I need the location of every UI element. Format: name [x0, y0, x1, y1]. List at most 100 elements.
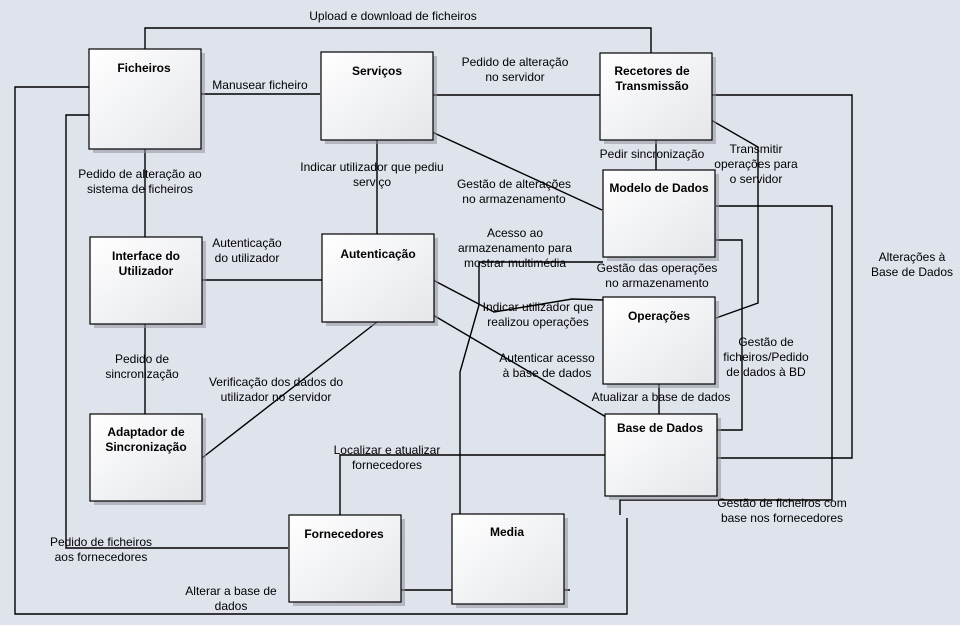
label-gestao-operacoes-line-1: Gestão das operações [597, 261, 718, 275]
node-base: Base de Dados [604, 413, 721, 500]
label-verificacao-line-2: utilizador no servidor [221, 390, 332, 404]
edge-alteracoes-bd [711, 94, 853, 459]
edge-fornecedores-ficheiros [65, 114, 288, 549]
label-autenticar-acesso-line-1: Autenticar acesso [499, 351, 595, 365]
node-modelo: Modelo de Dados [602, 169, 719, 261]
label-atualizar-bd: Atualizar a base de dados [592, 390, 731, 404]
node-servicos-title: Serviços [352, 64, 402, 78]
label-autenticacao-utilizador-line-1: Autenticação [212, 236, 282, 250]
label-pedido-ficheiros-line-2: aos fornecedores [55, 550, 148, 564]
node-autenticacao-title: Autenticação [340, 247, 415, 261]
label-pedido-sync-line-1: Pedido de [115, 352, 169, 366]
node-media-title: Media [490, 525, 524, 539]
label-pedido-alteracao-fs-line-1: Pedido de alteração ao [78, 167, 202, 181]
label-gestao-ficheiros-bd-line-1: Gestão de [738, 335, 794, 349]
node-adaptador-title-line-2: Sincronização [105, 440, 186, 454]
node-fornecedores-title: Fornecedores [304, 527, 384, 541]
label-pedido-servidor-line-1: Pedido de alteração [462, 55, 569, 69]
node-operacoes: Operações [602, 296, 719, 388]
label-upload-line-1: Upload e download de ficheiros [309, 9, 476, 23]
label-manusear-line-1: Manusear ficheiro [212, 78, 308, 92]
label-indicar-operacoes-line-2: realizou operações [487, 315, 588, 329]
label-transmitir-line-2: operações para [714, 157, 798, 171]
label-pedido-servidor-line-2: no servidor [485, 70, 544, 84]
label-indicar-operacoes-line-1: Indicar utilizador que [483, 300, 594, 314]
label-gestao-ficheiros-bd-line-2: ficheiros/Pedido [723, 350, 809, 364]
label-pedir-sync-line-1: Pedir sincronização [600, 147, 705, 161]
label-indicar-servico-line-2: serviço [353, 175, 391, 189]
edge-upload [144, 27, 652, 53]
label-indicar-servico-line-1: Indicar utilizador que pediu [300, 160, 443, 174]
label-acesso-multimedia-line-3: mostrar multimédia [464, 256, 566, 270]
node-ficheiros: Ficheiros [88, 48, 205, 153]
edge-outer-loop [14, 86, 628, 615]
node-operacoes-title-line-1: Operações [628, 309, 690, 323]
label-acesso-multimedia-line-2: armazenamento para [458, 241, 572, 255]
label-gestao-alteracoes-line-2: no armazenamento [462, 192, 566, 206]
node-interface-title-line-1: Interface do [112, 249, 180, 263]
label-alterar-bd-line-1: Alterar a base de [185, 584, 277, 598]
label-pedir-sync: Pedir sincronização [600, 147, 705, 161]
node-modelo-title: Modelo de Dados [609, 181, 709, 195]
label-localizar-line-1: Localizar e atualizar [334, 443, 441, 457]
label-verificacao-line-1: Verificação dos dados do [209, 375, 343, 389]
node-servicos-title-line-1: Serviços [352, 64, 402, 78]
label-atualizar-bd-line-1: Atualizar a base de dados [592, 390, 731, 404]
label-alteracoes-bd-line-2: Base de Dados [871, 265, 953, 279]
label-upload: Upload e download de ficheiros [309, 9, 476, 23]
node-interface-title-line-2: Utilizador [119, 264, 174, 278]
node-fornecedores-title-line-1: Fornecedores [304, 527, 384, 541]
node-adaptador-title-line-1: Adaptador de [107, 425, 185, 439]
edge-indicar-operacoes [432, 279, 604, 313]
node-servicos: Serviços [320, 51, 437, 144]
node-fornecedores: Fornecedores [288, 514, 405, 606]
edge-gestao-ficheiros-bd [619, 205, 833, 515]
label-gestao-fornecedores-line-2: base nos fornecedores [721, 511, 843, 525]
label-transmitir-line-3: o servidor [730, 172, 783, 186]
edge-verificacao [201, 321, 378, 459]
node-recetores-title-line-1: Recetores de [614, 64, 690, 78]
node-autenticacao-title-line-1: Autenticação [340, 247, 415, 261]
node-base-title-line-1: Base de Dados [617, 421, 703, 435]
label-pedido-ficheiros-line-1: Pedido de ficheiros [50, 535, 152, 549]
label-gestao-alteracoes-line-1: Gestão de alterações [457, 177, 571, 191]
edge-localizar [339, 454, 606, 515]
label-acesso-multimedia-line-1: Acesso ao [487, 226, 543, 240]
label-gestao-ficheiros-bd-line-3: de dados à BD [726, 365, 806, 379]
node-modelo-title-line-1: Modelo de Dados [609, 181, 709, 195]
node-ficheiros-title: Ficheiros [117, 61, 171, 75]
edge-gestao-alteracoes [431, 131, 603, 211]
node-autenticacao: Autenticação [321, 233, 438, 326]
node-operacoes-title: Operações [628, 309, 690, 323]
edge-gestao-operacoes [716, 239, 743, 431]
label-pedido-sync-line-2: sincronização [105, 367, 179, 381]
label-gestao-operacoes-line-2: no armazenamento [605, 276, 709, 290]
node-media-title-line-1: Media [490, 525, 524, 539]
label-autenticar-acesso-line-2: à base de dados [503, 366, 592, 380]
node-media: Media [451, 513, 568, 608]
label-gestao-fornecedores-line-1: Gestão de ficheiros com [717, 496, 846, 510]
label-localizar-line-2: fornecedores [352, 458, 422, 472]
edge-autenticar-acesso [432, 314, 607, 418]
